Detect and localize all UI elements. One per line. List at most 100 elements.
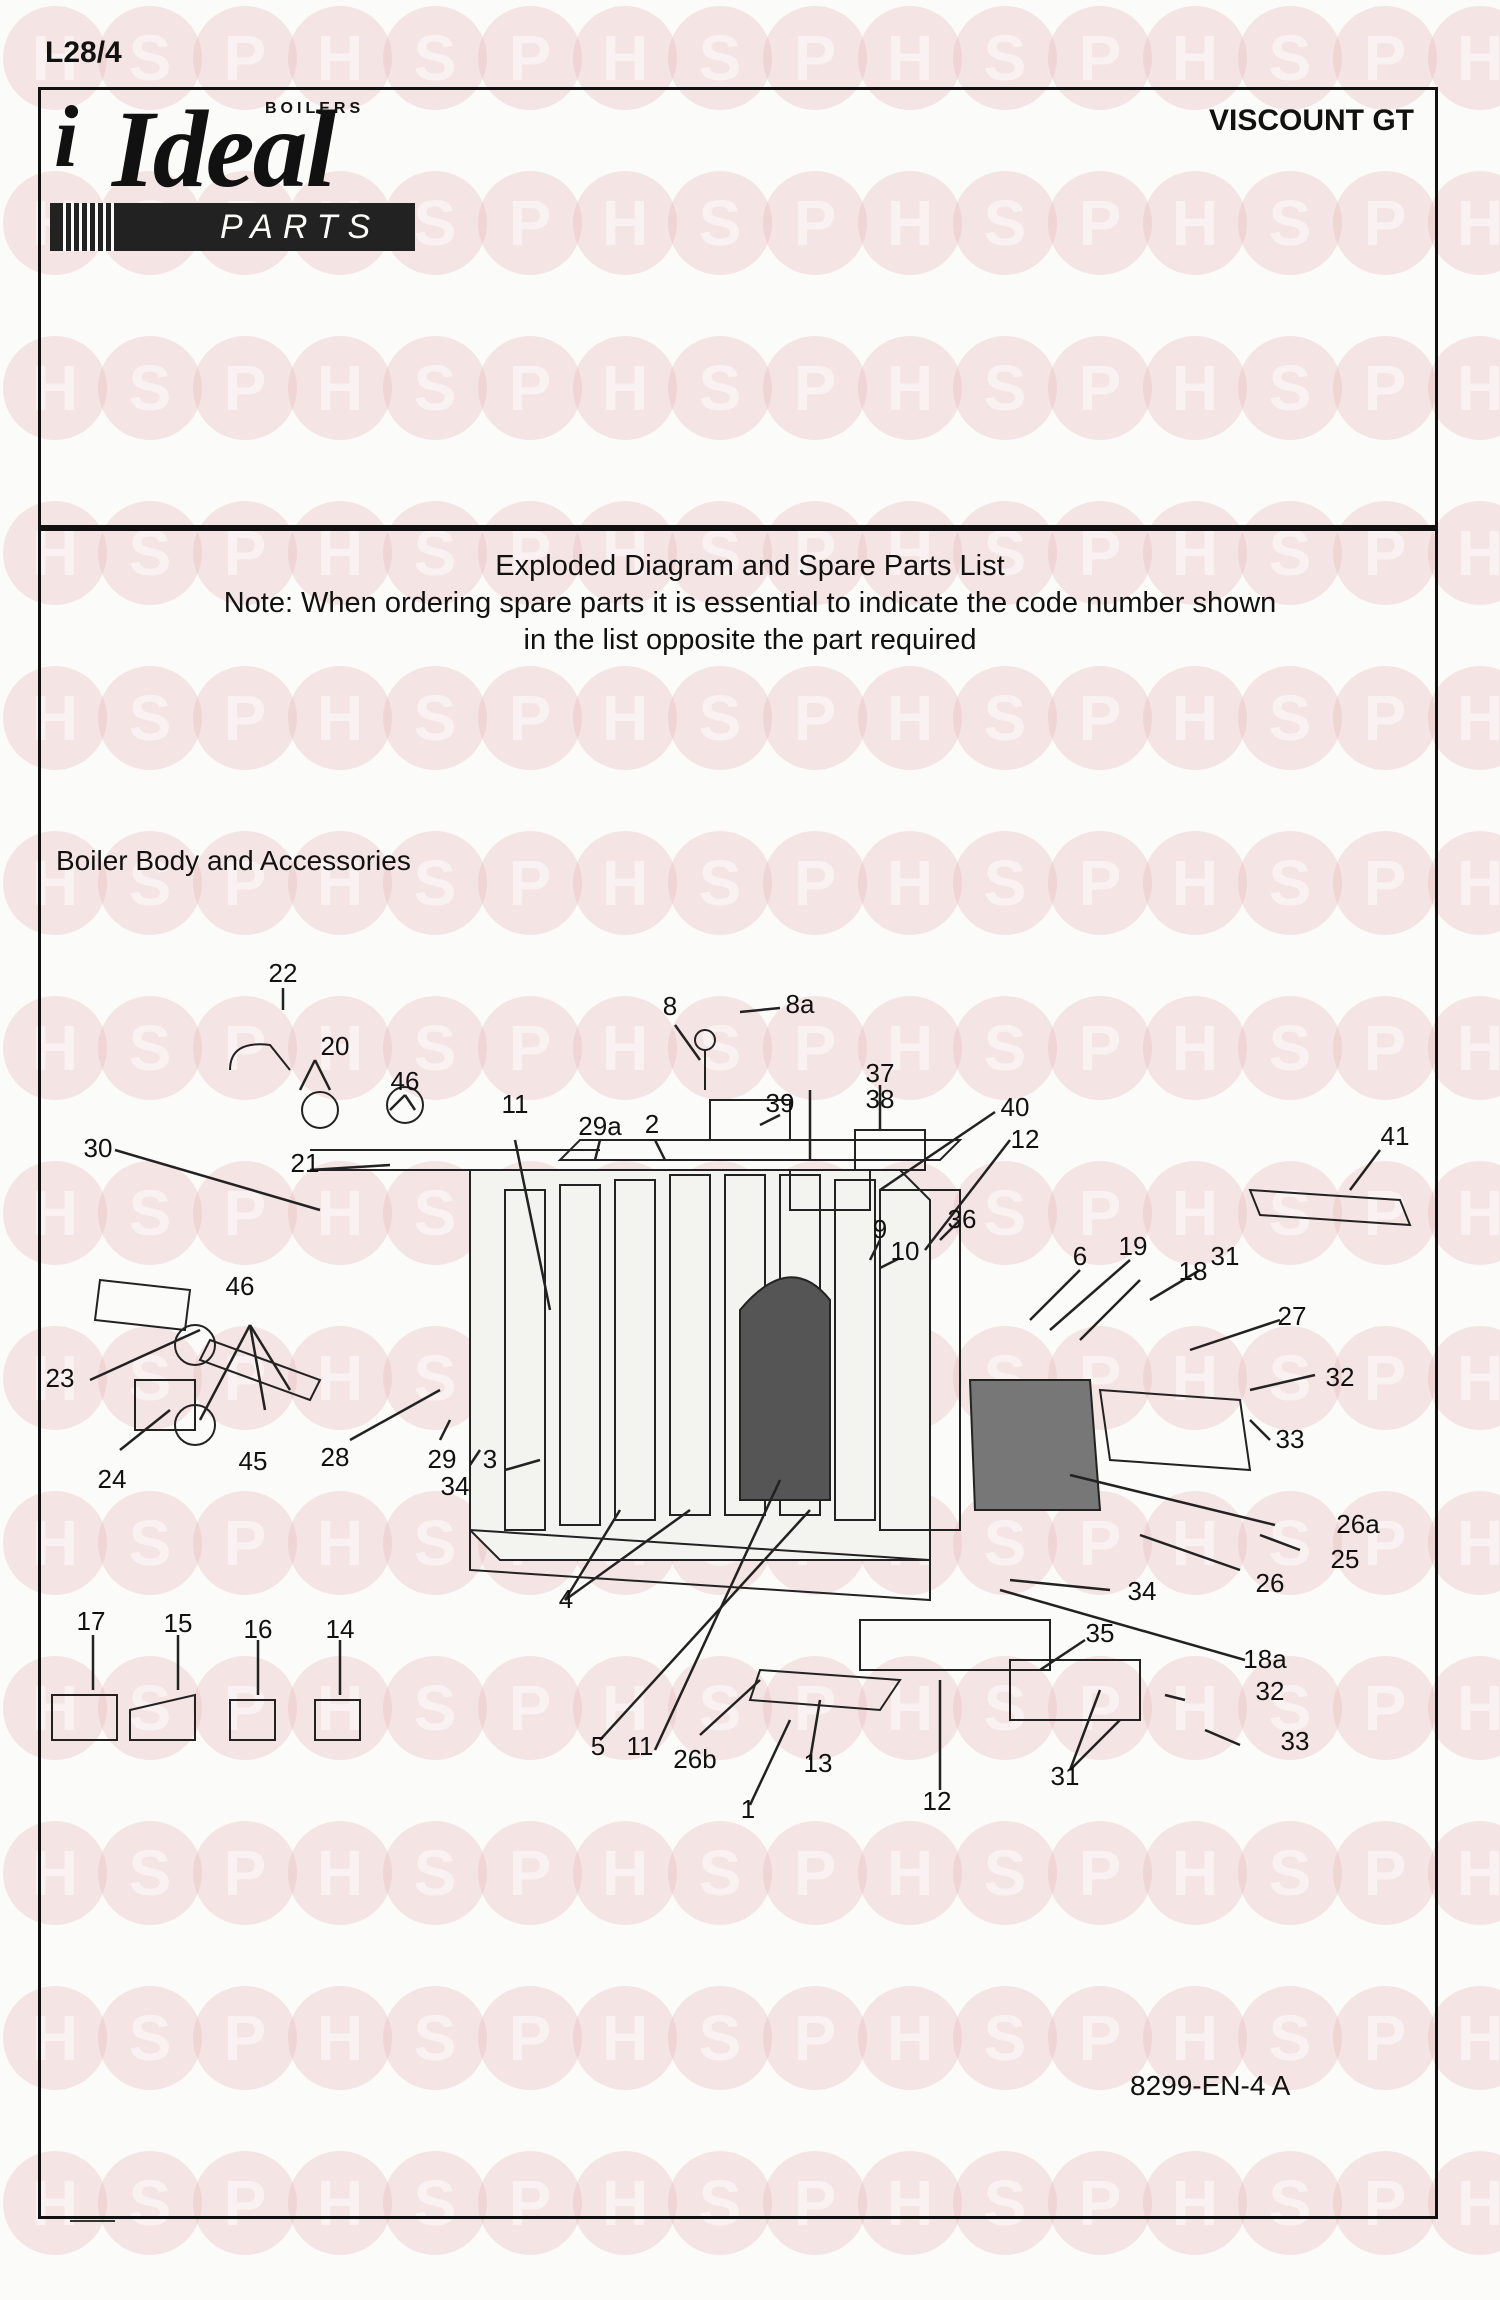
- part-callout-2: 2: [645, 1109, 659, 1139]
- watermark-circle: [1048, 1161, 1152, 1265]
- watermark-circle: [1143, 1986, 1247, 2090]
- watermark-circle: [98, 1821, 202, 1925]
- watermark-letter: P: [794, 22, 837, 94]
- watermark-circle: [98, 6, 202, 110]
- watermark-circle: [98, 996, 202, 1100]
- watermark-circle: [953, 1986, 1057, 2090]
- watermark-letter: H: [1172, 847, 1218, 919]
- watermark-circle: [288, 6, 392, 110]
- watermark-letter: S: [984, 2167, 1027, 2239]
- watermark-letter: S: [984, 22, 1027, 94]
- watermark-letter: H: [602, 2167, 648, 2239]
- watermark-circle: [858, 6, 962, 110]
- watermark-letter: P: [794, 682, 837, 754]
- watermark-letter: S: [129, 682, 172, 754]
- watermark-circle: [1048, 666, 1152, 770]
- watermark-circle: [383, 1821, 487, 1925]
- watermark-circle: [1143, 1161, 1247, 1265]
- watermark-circle: [1428, 6, 1500, 110]
- watermark-circle: [1333, 336, 1437, 440]
- part-callout-41: 41: [1381, 1121, 1410, 1151]
- watermark-circle: [1048, 831, 1152, 935]
- watermark-circle: [1143, 1821, 1247, 1925]
- watermark-letter: S: [129, 2002, 172, 2074]
- watermark-circle: [98, 1986, 202, 2090]
- watermark-circle: [1143, 996, 1247, 1100]
- watermark-circle: [1428, 501, 1500, 605]
- part-callout-40: 40: [1001, 1092, 1030, 1122]
- watermark-circle: [1143, 1656, 1247, 1760]
- part-callout-34: 34: [1128, 1576, 1157, 1606]
- watermark-circle: [1333, 2151, 1437, 2255]
- watermark-circle: [1238, 336, 1342, 440]
- model-name: VISCOUNT GT: [1208, 104, 1414, 137]
- logo-word: Ideal: [112, 88, 336, 210]
- watermark-letter: S: [1269, 1177, 1312, 1249]
- part-callout-27: 27: [1278, 1301, 1307, 1331]
- watermark-circle: [1428, 1656, 1500, 1760]
- watermark-circle: [763, 1986, 867, 2090]
- watermark-letter: P: [1364, 1837, 1407, 1909]
- watermark-circle: [1428, 171, 1500, 275]
- watermark-letter: H: [317, 22, 363, 94]
- watermark-letter: P: [224, 22, 267, 94]
- watermark-letter: S: [1269, 22, 1312, 94]
- watermark-circle: [573, 1821, 677, 1925]
- part-callout-28: 28: [321, 1442, 350, 1472]
- watermark-letter: H: [1457, 22, 1500, 94]
- watermark-letter: P: [1364, 2002, 1407, 2074]
- watermark-letter: S: [129, 22, 172, 94]
- part-callout-8: 8: [663, 991, 677, 1021]
- watermark-circle: [1333, 831, 1437, 935]
- watermark-letter: H: [602, 2002, 648, 2074]
- watermark-letter: P: [1079, 1507, 1122, 1579]
- watermark-circle: [1333, 1491, 1437, 1595]
- ordering-note-line-2: in the list opposite the part required: [523, 624, 977, 656]
- watermark-letter: P: [1079, 1837, 1122, 1909]
- part-callout-26a: 26a: [1336, 1509, 1380, 1539]
- watermark-circle: [3, 1986, 107, 2090]
- front-plate: [968, 1379, 1252, 1511]
- watermark-letter: P: [794, 847, 837, 919]
- watermark-letter: P: [224, 1837, 267, 1909]
- watermark-circle: [1333, 6, 1437, 110]
- watermark-letter: H: [1172, 22, 1218, 94]
- logo-parts: PARTS: [220, 208, 381, 246]
- watermark-circle: [193, 2151, 297, 2255]
- watermark-circle: [288, 336, 392, 440]
- watermark-letter: P: [1079, 2167, 1122, 2239]
- watermark-circle: [383, 1161, 487, 1265]
- part-callout-29a: 29a: [578, 1111, 622, 1141]
- watermark-letter: S: [1269, 1012, 1312, 1084]
- part-callout-20: 20: [321, 1031, 350, 1061]
- watermark-circle: [953, 2151, 1057, 2255]
- part-callout-18a: 18a: [1243, 1644, 1287, 1674]
- part-callout-32: 32: [1256, 1676, 1285, 1706]
- watermark-letter: S: [129, 1507, 172, 1579]
- watermark-circle: [193, 1656, 297, 1760]
- watermark-letter: S: [984, 682, 1027, 754]
- watermark-letter: S: [1269, 1837, 1312, 1909]
- watermark-letter: P: [509, 847, 552, 919]
- part-callout-5: 5: [591, 1731, 605, 1761]
- watermark-circle: [1333, 1986, 1437, 2090]
- watermark-circle: [573, 336, 677, 440]
- watermark-circle: [1238, 1986, 1342, 2090]
- watermark-circle: [858, 666, 962, 770]
- part-callout-23: 23: [46, 1363, 75, 1393]
- part-callout-9: 9: [873, 1214, 887, 1244]
- part-callout-45: 45: [239, 1446, 268, 1476]
- watermark-circle: [383, 996, 487, 1100]
- watermark-letter: P: [794, 1837, 837, 1909]
- watermark-letter: H: [887, 847, 933, 919]
- watermark-letter: S: [414, 22, 457, 94]
- watermark-circle: [1333, 996, 1437, 1100]
- watermark-letter: S: [414, 1507, 457, 1579]
- watermark-letter: S: [1269, 2167, 1312, 2239]
- watermark-letter: H: [887, 1012, 933, 1084]
- watermark-circle: [1428, 1986, 1500, 2090]
- watermark-circle: [98, 1656, 202, 1760]
- watermark-circle: [478, 2151, 582, 2255]
- watermark-letter: P: [1364, 1507, 1407, 1579]
- watermark-circle: [1428, 336, 1500, 440]
